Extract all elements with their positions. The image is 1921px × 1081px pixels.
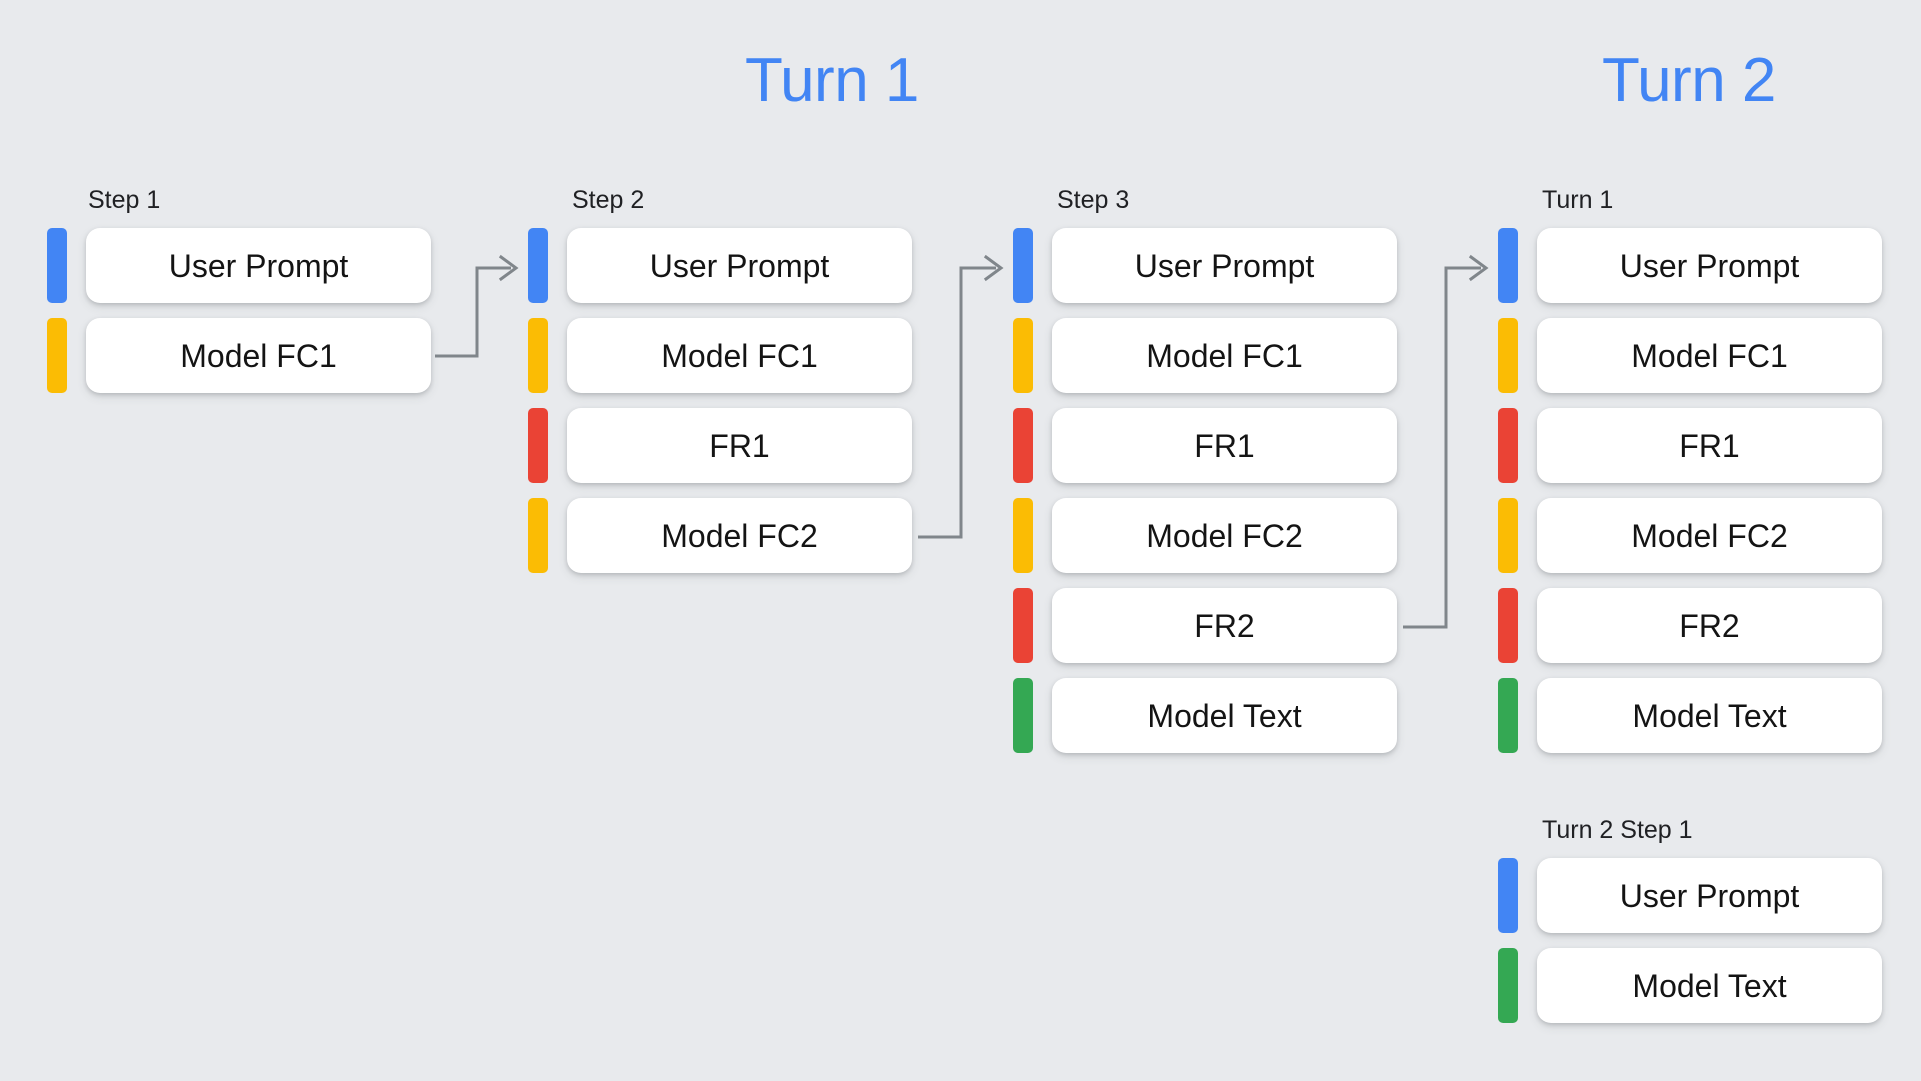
- message-card-model-fc1[interactable]: Model FC1: [1052, 318, 1397, 393]
- message-card-fr2[interactable]: FR2: [1537, 588, 1882, 663]
- list-item[interactable]: FR2: [1498, 588, 1882, 663]
- message-card-user-prompt[interactable]: User Prompt: [1537, 228, 1882, 303]
- message-card-fr1[interactable]: FR1: [1052, 408, 1397, 483]
- role-color-bar-user-prompt: [528, 228, 548, 303]
- role-color-bar-user-prompt: [1013, 228, 1033, 303]
- list-item[interactable]: User Prompt: [1498, 858, 1882, 933]
- role-color-bar-model-function-call: [528, 318, 548, 393]
- list-item[interactable]: FR1: [528, 408, 912, 483]
- list-item[interactable]: Model FC1: [528, 318, 912, 393]
- role-color-bar-model-function-call: [528, 498, 548, 573]
- role-color-bar-model-function-call: [1013, 498, 1033, 573]
- message-card-label: Model FC1: [1631, 337, 1788, 374]
- list-item[interactable]: User Prompt: [1013, 228, 1397, 303]
- list-item[interactable]: User Prompt: [47, 228, 431, 303]
- role-color-bar-user-prompt: [1498, 858, 1518, 933]
- role-color-bar-function-response: [528, 408, 548, 483]
- message-card-label: User Prompt: [168, 247, 349, 284]
- message-card-fr1[interactable]: FR1: [1537, 408, 1882, 483]
- role-color-bar-user-prompt: [1498, 228, 1518, 303]
- list-item[interactable]: Model FC2: [1013, 498, 1397, 573]
- role-color-bar-function-response: [1013, 408, 1033, 483]
- message-card-fr1[interactable]: FR1: [567, 408, 912, 483]
- message-card-label: User Prompt: [1619, 247, 1800, 284]
- message-card-label: Model Text: [1147, 697, 1302, 734]
- column-heading-step-2: Step 2: [572, 186, 645, 214]
- role-color-bar-model-text: [1013, 678, 1033, 753]
- message-card-user-prompt[interactable]: User Prompt: [1052, 228, 1397, 303]
- message-card-model-text[interactable]: Model Text: [1537, 948, 1882, 1023]
- list-item[interactable]: Model FC1: [1013, 318, 1397, 393]
- list-item[interactable]: Model Text: [1498, 948, 1882, 1023]
- role-color-bar-model-function-call: [1013, 318, 1033, 393]
- list-item[interactable]: User Prompt: [1498, 228, 1882, 303]
- message-card-user-prompt[interactable]: User Prompt: [86, 228, 431, 303]
- role-color-bar-model-function-call: [47, 318, 67, 393]
- message-card-label: FR2: [1194, 607, 1255, 644]
- message-card-label: FR1: [709, 427, 770, 464]
- message-card-label: Model Text: [1632, 967, 1787, 1004]
- message-card-model-fc1[interactable]: Model FC1: [1537, 318, 1882, 393]
- message-card-label: FR2: [1679, 607, 1740, 644]
- message-card-label: FR1: [1679, 427, 1740, 464]
- section-title-turn-2: Turn 2: [1602, 46, 1776, 115]
- role-color-bar-user-prompt: [47, 228, 67, 303]
- role-color-bar-model-function-call: [1498, 318, 1518, 393]
- message-card-model-fc2[interactable]: Model FC2: [567, 498, 912, 573]
- message-card-user-prompt[interactable]: User Prompt: [1537, 858, 1882, 933]
- message-card-model-fc1[interactable]: Model FC1: [567, 318, 912, 393]
- column-heading-step-3: Step 3: [1057, 186, 1130, 214]
- role-color-bar-function-response: [1498, 408, 1518, 483]
- column-heading-step-1: Step 1: [88, 186, 161, 214]
- list-item[interactable]: Model FC1: [1498, 318, 1882, 393]
- message-card-label: Model FC2: [1631, 517, 1788, 554]
- role-color-bar-function-response: [1013, 588, 1033, 663]
- message-card-label: User Prompt: [1134, 247, 1315, 284]
- message-card-model-fc2[interactable]: Model FC2: [1052, 498, 1397, 573]
- list-item[interactable]: FR2: [1013, 588, 1397, 663]
- message-card-user-prompt[interactable]: User Prompt: [567, 228, 912, 303]
- message-card-label: User Prompt: [1619, 877, 1800, 914]
- section-title-turn-1: Turn 1: [745, 46, 919, 115]
- column-heading-turn-2-step-1: Turn 2 Step 1: [1542, 816, 1693, 844]
- list-item[interactable]: Model FC2: [528, 498, 912, 573]
- message-card-label: Model Text: [1632, 697, 1787, 734]
- message-card-label: Model FC2: [1146, 517, 1303, 554]
- list-item[interactable]: Model FC2: [1498, 498, 1882, 573]
- message-card-model-fc2[interactable]: Model FC2: [1537, 498, 1882, 573]
- message-card-fr2[interactable]: FR2: [1052, 588, 1397, 663]
- message-card-model-text[interactable]: Model Text: [1537, 678, 1882, 753]
- message-card-label: Model FC1: [180, 337, 337, 374]
- message-card-model-fc1[interactable]: Model FC1: [86, 318, 431, 393]
- list-item[interactable]: Model Text: [1498, 678, 1882, 753]
- role-color-bar-function-response: [1498, 588, 1518, 663]
- message-card-label: FR1: [1194, 427, 1255, 464]
- role-color-bar-model-text: [1498, 678, 1518, 753]
- message-card-label: User Prompt: [649, 247, 830, 284]
- message-card-label: Model FC1: [661, 337, 818, 374]
- list-item[interactable]: Model FC1: [47, 318, 431, 393]
- message-card-label: Model FC1: [1146, 337, 1303, 374]
- role-color-bar-model-function-call: [1498, 498, 1518, 573]
- message-card-label: Model FC2: [661, 517, 818, 554]
- message-card-model-text[interactable]: Model Text: [1052, 678, 1397, 753]
- list-item[interactable]: FR1: [1498, 408, 1882, 483]
- list-item[interactable]: Model Text: [1013, 678, 1397, 753]
- list-item[interactable]: User Prompt: [528, 228, 912, 303]
- column-heading-turn-1: Turn 1: [1542, 186, 1614, 214]
- list-item[interactable]: FR1: [1013, 408, 1397, 483]
- role-color-bar-model-text: [1498, 948, 1518, 1023]
